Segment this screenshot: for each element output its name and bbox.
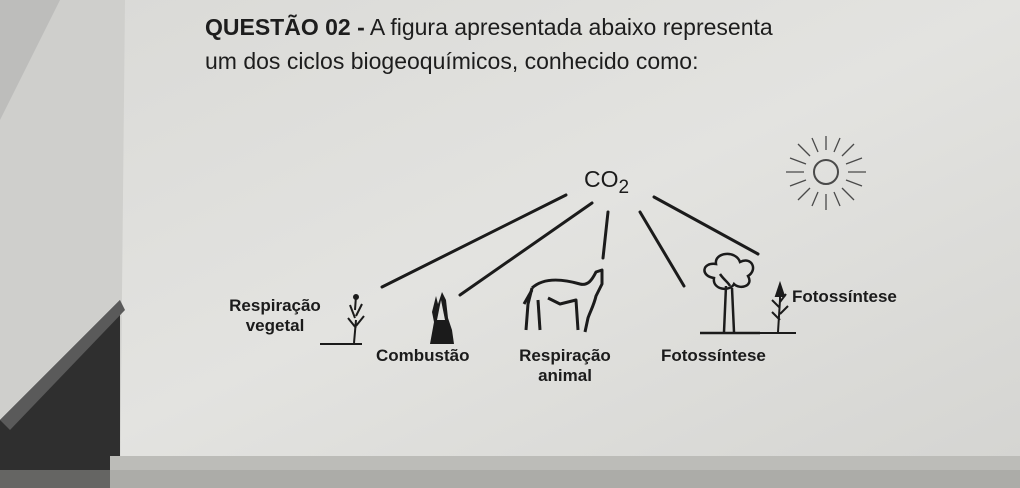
label-respiracao-vegetal: Respiração vegetal (205, 296, 345, 336)
sun-icon (786, 136, 866, 210)
label-fotossintese-grass: Fotossíntese (792, 287, 897, 306)
question-line-2: um dos ciclos biogeoquímicos, conhecido … (205, 48, 699, 74)
label-fotossintese-tree: Fotossíntese (661, 346, 766, 365)
arrow-line-fotossintese-grass (652, 195, 760, 256)
question-text: QUESTÃO 02 - A figura apresentada abaixo… (205, 10, 1005, 78)
arrow-line-respiracao-vegetal (380, 193, 568, 289)
label-respiracao-animal-line1: Respiração (519, 346, 611, 365)
label-respiracao-vegetal-line2: vegetal (245, 316, 305, 335)
horse-icon (522, 268, 604, 333)
label-respiracao-animal-line2: animal (538, 366, 592, 385)
question-line-1-rest: A figura apresentada abaixo representa (364, 14, 773, 40)
co2-formula: CO2 (584, 166, 629, 199)
co2-subscript: 2 (618, 177, 630, 198)
question-line-1: QUESTÃO 02 - A figura apresentada abaixo… (205, 10, 1005, 44)
grass-icon (760, 280, 796, 334)
fire-icon (430, 292, 454, 344)
co2-base: CO (584, 166, 619, 192)
label-respiracao-vegetal-line1: Respiração (229, 296, 321, 315)
label-combustao: Combustão (376, 346, 470, 365)
question-label: QUESTÃO 02 - (205, 14, 365, 40)
sprout-icon (320, 294, 365, 345)
label-respiracao-animal: Respiração animal (505, 346, 625, 386)
tree-icon (700, 252, 760, 335)
arrow-line-fotossintese-tree (638, 210, 686, 288)
arrow-line-respiracao-animal (601, 210, 610, 260)
arrow-line-combustao (458, 201, 594, 297)
